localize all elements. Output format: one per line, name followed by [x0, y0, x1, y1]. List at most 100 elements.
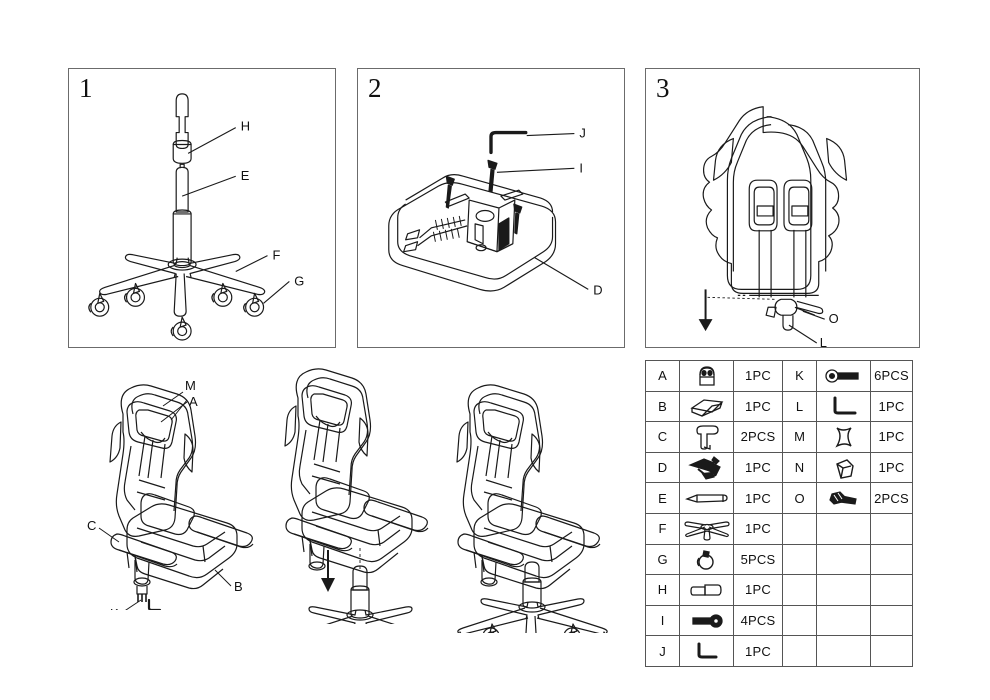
part-letter-I: I	[645, 604, 680, 637]
parts-list-table: A 1PC K 6PCS	[645, 360, 913, 667]
step-3-illustration: O L	[698, 106, 848, 347]
callout-label-B: B	[234, 579, 243, 594]
chair-left-art: M A C K L B	[87, 378, 254, 610]
chair-middle-art	[284, 368, 429, 624]
bolt-icon	[679, 604, 734, 637]
empty-icon-cell	[816, 604, 871, 637]
part-qty-A: 1PC	[733, 360, 783, 392]
chair-illustration-left: M A C K L B	[75, 370, 275, 610]
sleeve-icon	[816, 451, 871, 484]
chair-illustration-right	[440, 378, 635, 633]
part-qty-blank-2	[870, 543, 913, 576]
screw-icon	[816, 360, 871, 392]
table-row: E 1PC O 2PCS	[645, 482, 913, 514]
step-panel-3: 3	[645, 68, 920, 348]
armrest-icon	[679, 421, 734, 453]
part-qty-J: 1PC	[733, 635, 783, 667]
callout-label-G: G	[294, 273, 304, 288]
table-row: H 1PC	[645, 574, 913, 606]
callout-label-M: M	[185, 378, 196, 393]
part-letter-M: M	[782, 421, 817, 453]
empty-icon-cell	[816, 512, 871, 545]
callout-label-A: A	[189, 394, 198, 409]
part-qty-I: 4PCS	[733, 604, 783, 637]
table-row: A 1PC K 6PCS	[645, 360, 913, 392]
callout-label-J: J	[579, 126, 585, 141]
five-star-base-icon	[679, 512, 734, 545]
allen-key-icon	[679, 635, 734, 667]
callout-label-D: D	[593, 282, 602, 297]
part-qty-K: 6PCS	[870, 360, 913, 392]
part-qty-D: 1PC	[733, 451, 783, 484]
chair-illustration-middle	[268, 362, 463, 624]
part-letter-F: F	[645, 512, 680, 545]
empty-icon-cell	[816, 543, 871, 576]
table-row: G 5PCS	[645, 543, 913, 576]
part-qty-E: 1PC	[733, 482, 783, 514]
tilt-mechanism-icon	[679, 451, 734, 484]
table-row: I 4PCS	[645, 604, 913, 637]
lumbar-pillow-icon	[816, 421, 871, 453]
part-letter-O: O	[782, 482, 817, 514]
part-qty-C: 2PCS	[733, 421, 783, 453]
part-letter-blank-3	[782, 574, 817, 606]
callout-label-C: C	[87, 518, 96, 533]
bolt-short-icon	[816, 482, 871, 514]
callout-label-H: H	[241, 119, 250, 134]
step-panel-2: 2	[357, 68, 625, 348]
part-letter-J: J	[645, 635, 680, 667]
part-qty-L: 1PC	[870, 390, 913, 423]
part-letter-blank-1	[782, 512, 817, 545]
part-letter-D: D	[645, 451, 680, 484]
seat-cushion-icon	[679, 390, 734, 423]
part-letter-blank-5	[782, 635, 817, 667]
part-qty-G: 5PCS	[733, 543, 783, 576]
part-qty-H: 1PC	[733, 574, 783, 606]
caster-wheel-icon	[679, 543, 734, 576]
part-qty-F: 1PC	[733, 512, 783, 545]
part-letter-B: B	[645, 390, 680, 423]
part-letter-G: G	[645, 543, 680, 576]
part-qty-blank-4	[870, 604, 913, 637]
step-number-2: 2	[368, 73, 382, 103]
step-number-3: 3	[656, 73, 670, 103]
part-letter-blank-2	[782, 543, 817, 576]
part-qty-B: 1PC	[733, 390, 783, 423]
callout-label-O: O	[829, 311, 839, 326]
table-row: F 1PC	[645, 512, 913, 545]
callout-label-F: F	[272, 248, 280, 263]
part-qty-N: 1PC	[870, 451, 913, 484]
cylinder-cover-icon	[679, 574, 734, 606]
step-number-1: 1	[79, 73, 93, 103]
gas-cylinder-icon	[679, 482, 734, 514]
step-panel-1: 1	[68, 68, 336, 348]
part-letter-K: K	[782, 360, 817, 392]
part-letter-A: A	[645, 360, 680, 392]
callout-label-L: L	[820, 335, 827, 347]
table-row: J 1PC	[645, 635, 913, 667]
part-qty-O: 2PCS	[870, 482, 913, 514]
callout-label-K: K	[110, 606, 119, 610]
part-letter-H: H	[645, 574, 680, 606]
part-letter-C: C	[645, 421, 680, 453]
allen-wrench-icon	[816, 390, 871, 423]
headrest-cushion-icon	[679, 360, 734, 392]
step-2-illustration: J I D	[388, 126, 603, 297]
table-row: D 1PC N 1PC	[645, 451, 913, 484]
part-letter-blank-4	[782, 604, 817, 637]
part-letter-N: N	[782, 451, 817, 484]
table-row: C 2PCS M 1PC	[645, 421, 913, 453]
part-qty-blank-5	[870, 635, 913, 667]
part-letter-E: E	[645, 482, 680, 514]
step-1-illustration: H E F G	[88, 93, 304, 341]
part-qty-M: 1PC	[870, 421, 913, 453]
callout-label-I: I	[579, 160, 583, 175]
empty-icon-cell	[816, 635, 871, 667]
part-qty-blank-1	[870, 512, 913, 545]
table-row: B 1PC L 1PC	[645, 390, 913, 423]
callout-label-E: E	[241, 168, 250, 183]
chair-right-art	[456, 384, 608, 633]
part-qty-blank-3	[870, 574, 913, 606]
empty-icon-cell	[816, 574, 871, 606]
